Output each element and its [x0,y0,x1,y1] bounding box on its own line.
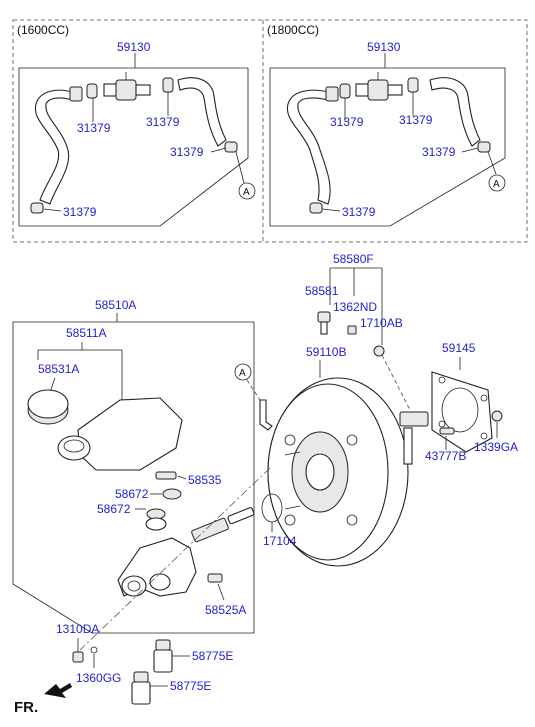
vacuum-port-icon [259,399,273,431]
part-number-1710AB: 1710AB [360,316,403,330]
part-number-58581: 58581 [305,284,339,298]
gasket-59145: 59145 [431,341,493,453]
master-cylinder-assembly: 58510A 58511A 58531A 58535 [12,298,271,651]
part-number-31379: 31379 [422,145,456,159]
part-number-58775E-2: 58775E [170,679,211,693]
part-number-31379: 31379 [63,205,97,219]
hose-panel-1800cc: 59130 31379 31379 31379 31379 A [269,40,506,227]
bolt-58525A-icon [207,573,223,583]
front-direction-indicator: FR. [14,683,72,716]
part-number-58580F: 58580F [333,252,374,266]
hose-panel-1600cc: 59130 31379 31379 31379 31379 A [18,40,256,227]
part-number-43777B: 43777B [425,449,466,463]
clamp-icon [477,141,491,153]
check-valve-icon [103,72,151,101]
master-cylinder-body-icon [117,507,255,597]
part-number-58510A: 58510A [95,298,136,312]
part-number-59145: 59145 [442,341,476,355]
clip-icon [373,345,385,357]
part-number-58531A: 58531A [38,362,79,376]
part-number-1362ND: 1362ND [333,300,377,314]
nut-1310DA: 1310DA [56,622,99,663]
pin-58535-icon [155,471,177,480]
part-number-31379: 31379 [342,205,376,219]
clamp-icon [162,77,174,93]
part-number-1310DA: 1310DA [56,622,99,636]
variant-label-1800cc: (1800CC) [267,23,319,37]
reference-a-left: A [243,187,250,198]
brake-booster: 59110B A [234,345,429,567]
reservoir-cap-icon [27,389,69,425]
part-number-59130-left: 59130 [117,40,151,54]
clamp-icon [224,141,238,153]
part-number-31379: 31379 [170,145,204,159]
clamp-icon [407,77,419,93]
part-number-1339GA: 1339GA [474,440,518,454]
pin-43777B: 43777B [425,427,466,463]
washer-1360GG: 1360GG [76,646,121,685]
part-number-1360GG: 1360GG [76,671,121,685]
clamp-icon [86,83,98,99]
part-number-58535: 58535 [188,473,222,487]
cap-58775E-upper: 58775E [153,639,233,673]
clamp-icon [309,202,323,214]
variant-label-1600cc: (1600CC) [17,23,69,37]
part-number-31379: 31379 [330,115,364,129]
o-ring-17104: 17104 [261,493,297,548]
front-label: FR. [14,699,38,716]
check-valve-icon [355,72,403,101]
front-arrow-icon [44,683,72,698]
part-number-58672-1: 58672 [115,487,149,501]
part-number-59110B: 59110B [306,345,346,359]
part-number-58511A: 58511A [66,326,106,340]
part-number-31379: 31379 [146,115,180,129]
reservoir-icon [57,397,183,471]
part-number-58672-2: 58672 [97,502,131,516]
variant-dashed-frame [12,19,528,243]
clamp-icon [339,83,351,99]
grommet-icon [145,488,182,531]
reference-a-booster: A [239,368,246,379]
nut-1339GA: 1339GA [474,410,518,454]
part-number-31379: 31379 [77,121,111,135]
booster-kit-callouts: 58580F 58581 1362ND 1710AB [305,252,403,357]
stud-icon [284,451,301,510]
clamp-icon [30,202,44,214]
cap-58775E-lower: 58775E [131,671,211,705]
part-number-58525A: 58525A [205,603,246,617]
part-number-17104: 17104 [263,534,297,548]
part-number-31379: 31379 [399,113,433,127]
reference-a-right: A [493,179,500,190]
part-number-58775E-1: 58775E [192,649,233,663]
part-number-59130-right: 59130 [367,40,401,54]
bolt-icon [317,311,331,335]
nut-icon [347,325,357,335]
